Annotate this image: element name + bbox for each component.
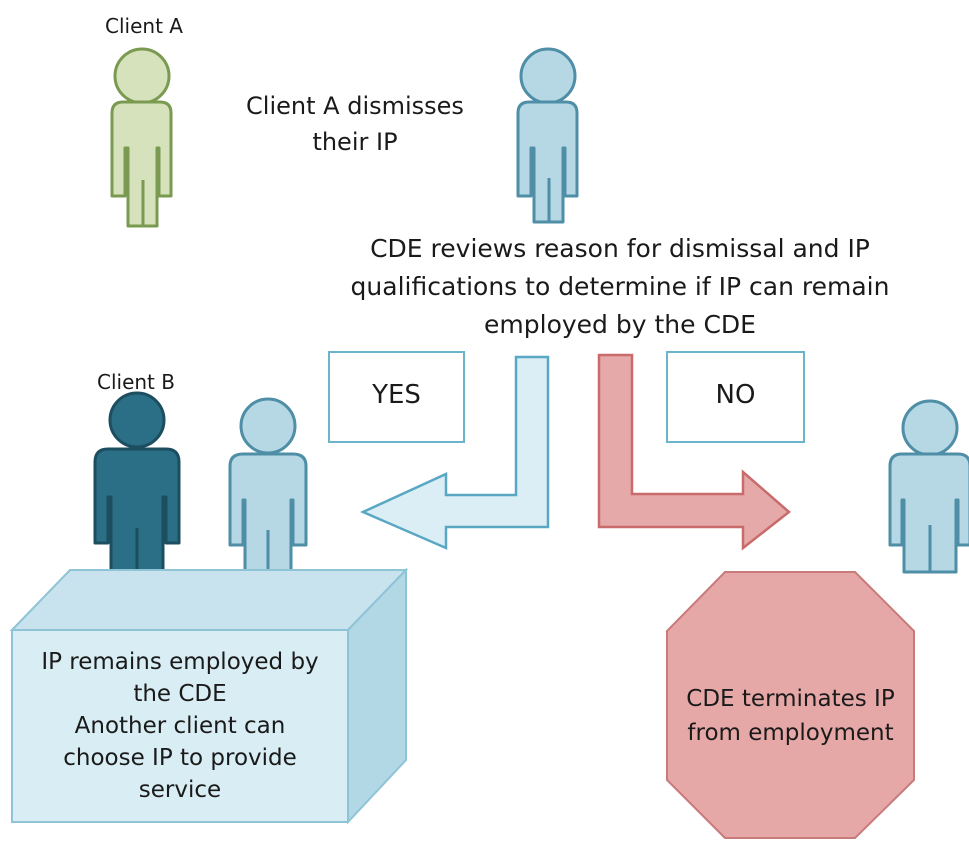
ip-person-top-icon	[516, 47, 579, 224]
no-label: NO	[715, 380, 756, 410]
outcome-no-text: CDE terminates IP from employment	[667, 682, 914, 750]
dismiss-line-2: their IP	[312, 128, 398, 156]
no-box	[666, 351, 805, 443]
review-text: CDE reviews reason for dismissal and IP …	[270, 230, 969, 344]
outcome-yes-line-2: the CDE	[133, 681, 227, 707]
dismiss-line-1: Client A dismisses	[246, 92, 464, 120]
yes-label: YES	[372, 380, 421, 410]
ip-person-left-icon	[228, 397, 308, 582]
client-a-person-icon	[110, 47, 173, 228]
outcome-yes-cube	[9, 567, 409, 825]
client-b-label: Client B	[97, 370, 175, 394]
yes-arrow	[359, 355, 550, 550]
yes-box	[328, 351, 465, 443]
dismiss-text: Client A dismisses their IP	[200, 88, 510, 160]
outcome-no-octagon	[666, 571, 915, 839]
outcome-no-line-1: CDE terminates IP	[686, 686, 895, 712]
outcome-yes-line-5: service	[138, 777, 222, 803]
review-line-1: CDE reviews reason for dismissal and IP	[370, 234, 870, 263]
outcome-yes-line-3: Another client can	[74, 713, 286, 739]
client-a-label: Client A	[105, 14, 183, 38]
outcome-yes-text: IP remains employed by the CDE Another c…	[12, 646, 348, 806]
no-arrow	[597, 353, 791, 551]
outcome-yes-line-1: IP remains employed by	[41, 649, 319, 675]
outcome-no-line-2: from employment	[687, 720, 894, 746]
client-b-person-icon	[93, 391, 181, 580]
review-line-3: employed by the CDE	[484, 310, 756, 339]
ip-person-right-icon	[888, 399, 969, 574]
review-line-2: qualifications to determine if IP can re…	[350, 272, 890, 301]
outcome-yes-line-4: choose IP to provide	[63, 745, 297, 771]
